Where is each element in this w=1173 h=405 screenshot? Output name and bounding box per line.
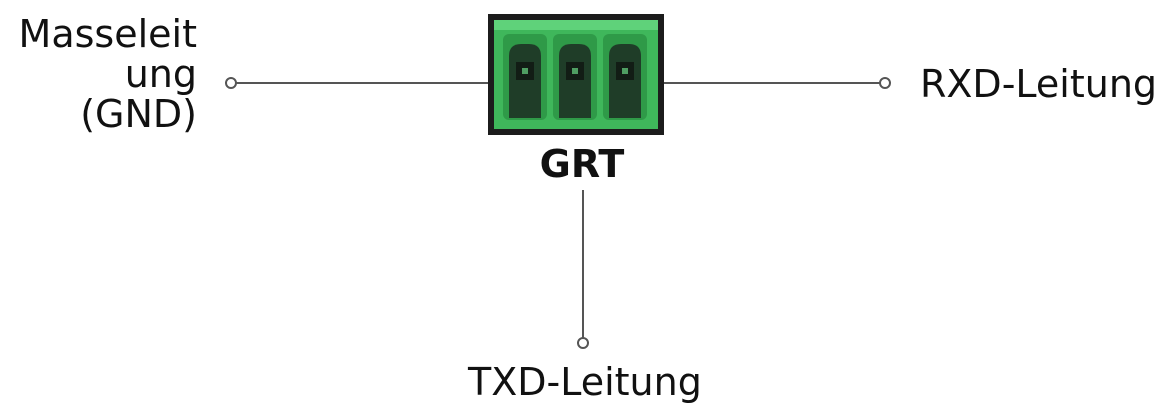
ground-label-line-2: ung [124,52,197,96]
rxd-terminal-icon [879,77,891,89]
connector-pin-3-icon [603,34,647,120]
ground-terminal-icon [225,77,237,89]
connector-pin-1-icon [503,34,547,120]
txd-wire-label: TXD-Leitung [468,360,702,404]
ground-label-line-1: Masseleit [18,12,197,56]
connector-pin-2-icon [553,34,597,120]
txd-terminal-icon [577,337,589,349]
ground-label-line-3: (GND) [80,92,197,136]
rxd-wire-label: RXD-Leitung [920,62,1158,106]
ground-wire-label: Masseleit ung (GND) [0,14,197,134]
connector-label: GRT [539,142,625,186]
connector-icon [488,14,664,135]
